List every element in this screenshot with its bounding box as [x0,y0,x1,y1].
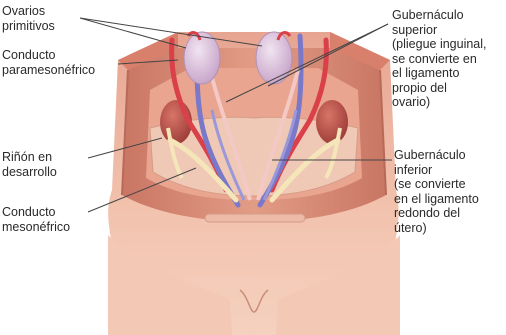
label-developing-kidney: Riñón en desarrollo [2,150,57,179]
pubic-symphysis [205,214,305,222]
ovary-left [184,32,220,84]
label-paramesonephric-duct: Conducto paramesonéfrico [2,48,95,77]
label-mesonephric-duct: Conducto mesonéfrico [2,205,70,234]
label-superior-gubernaculum: Gubernáculo superior (pliegue inguinal, … [392,8,487,110]
kidney-right [316,100,348,144]
label-inferior-gubernaculum: Gubernáculo inferior (se convierte en el… [394,148,479,235]
label-ovaries: Ovarios primitivos [2,4,55,33]
